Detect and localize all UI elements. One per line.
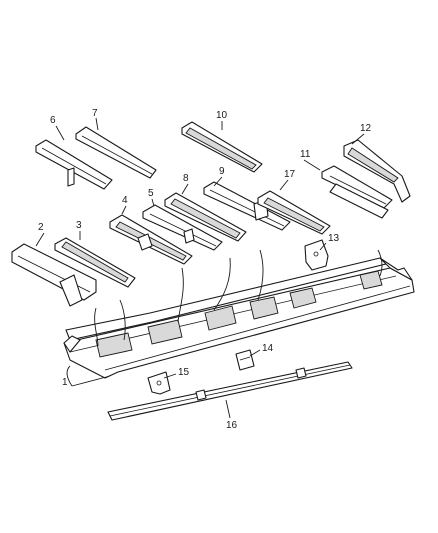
callout-11: 11 xyxy=(300,149,311,160)
callout-13: 13 xyxy=(328,233,340,244)
callout-labels: 1 2 3 4 5 6 7 8 9 10 11 12 13 14 15 16 1… xyxy=(38,108,372,431)
bracket-14 xyxy=(235,349,255,371)
crossmember-12 xyxy=(343,139,411,203)
crossmember-8 xyxy=(164,192,247,242)
callout-15: 15 xyxy=(178,367,190,378)
callout-8: 8 xyxy=(183,173,189,184)
bracket-15 xyxy=(147,371,171,395)
callout-16: 16 xyxy=(226,420,238,431)
callout-9: 9 xyxy=(219,166,225,177)
callout-2: 2 xyxy=(38,222,44,233)
rail-16 xyxy=(107,361,353,421)
crossmember-2 xyxy=(11,243,97,307)
callout-6: 6 xyxy=(50,115,56,126)
callout-12: 12 xyxy=(360,123,372,134)
crossmember-5 xyxy=(142,204,223,251)
leader-lines xyxy=(66,249,383,387)
crossmember-17 xyxy=(257,190,331,235)
frame-rail-assembly xyxy=(63,257,415,379)
callout-5: 5 xyxy=(148,188,154,199)
callout-3: 3 xyxy=(76,220,82,231)
crossmember-10 xyxy=(181,121,263,173)
crossmember-11 xyxy=(321,165,393,219)
callout-4: 4 xyxy=(122,195,128,206)
label-ticks xyxy=(35,117,365,419)
callout-1: 1 xyxy=(62,377,68,388)
callout-10: 10 xyxy=(216,110,228,121)
callout-7: 7 xyxy=(92,108,98,119)
crossmember-7 xyxy=(75,126,157,179)
crossmember-3 xyxy=(54,237,136,288)
callout-17: 17 xyxy=(284,169,296,180)
crossmember-4 xyxy=(109,214,193,265)
callout-14: 14 xyxy=(262,343,274,354)
crossmember-6 xyxy=(35,139,113,190)
